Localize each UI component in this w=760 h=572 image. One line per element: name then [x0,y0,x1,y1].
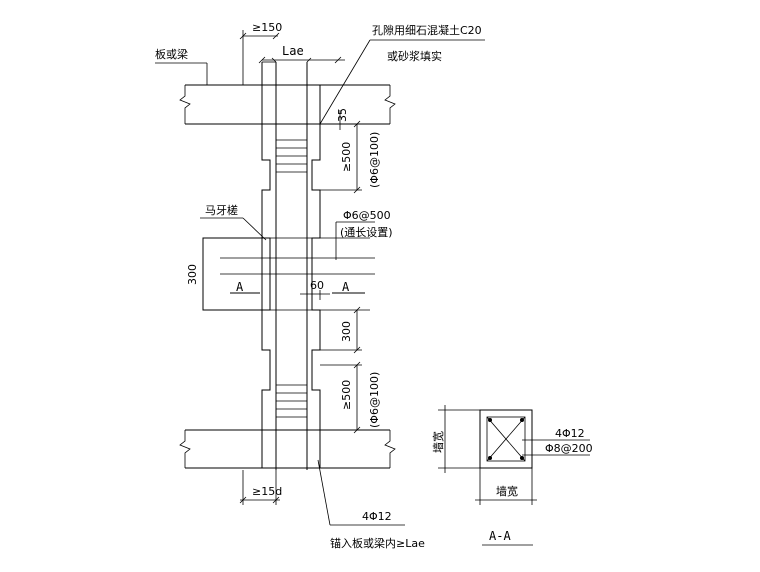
label-toothed-joint: 马牙槎 [205,203,238,217]
stirrups-bottom [276,384,307,418]
section-aa [438,405,590,546]
label-dim-35: 35 [336,108,349,122]
label-dim-300-right: 300 [340,321,353,342]
main-bars [261,57,321,470]
label-stirrup-bottom: (Φ6@100) [368,372,381,428]
label-dim-500-top: ≥500 [340,142,353,172]
label-dim-150: ≥150 [252,21,282,34]
label-section-mark-right: A [342,280,350,294]
label-section-title: A-A [489,529,511,543]
label-stirrup-top: (Φ6@100) [368,132,381,188]
bottom-slab [179,429,396,469]
label-dim-300-left: 300 [186,264,199,285]
stirrups-top [276,139,307,173]
label-dim-500-bottom: ≥500 [340,380,353,410]
label-slab-or-beam: 板或梁 [155,47,188,61]
wall-zone [202,237,375,311]
label-gap-fill-2: 或砂浆填实 [387,49,442,63]
label-section-main-bar: 4Φ12 [555,427,585,440]
label-wall-width-left: 墙宽 [431,431,445,453]
label-section-mark-left: A [236,280,244,294]
label-wall-width-bottom: 墙宽 [496,484,518,498]
label-lae-top: Lae [282,44,304,58]
label-main-bar: 4Φ12 [362,510,392,523]
label-tie-bar-note: (通长设置) [340,226,393,239]
label-section-stirrup: Φ8@200 [545,442,593,455]
column-outline [261,124,321,430]
label-dim-60: 60 [310,279,324,292]
top-slab [179,84,396,125]
label-gap-fill-1: 孔隙用细石混凝土C20 [372,23,482,37]
leaders [155,39,485,526]
label-anchor-note: 锚入板或梁内≥Lae [330,536,425,550]
dimensions [202,30,362,505]
label-dim-15d: ≥15d [252,485,282,498]
label-tie-bar: Φ6@500 [343,209,391,222]
